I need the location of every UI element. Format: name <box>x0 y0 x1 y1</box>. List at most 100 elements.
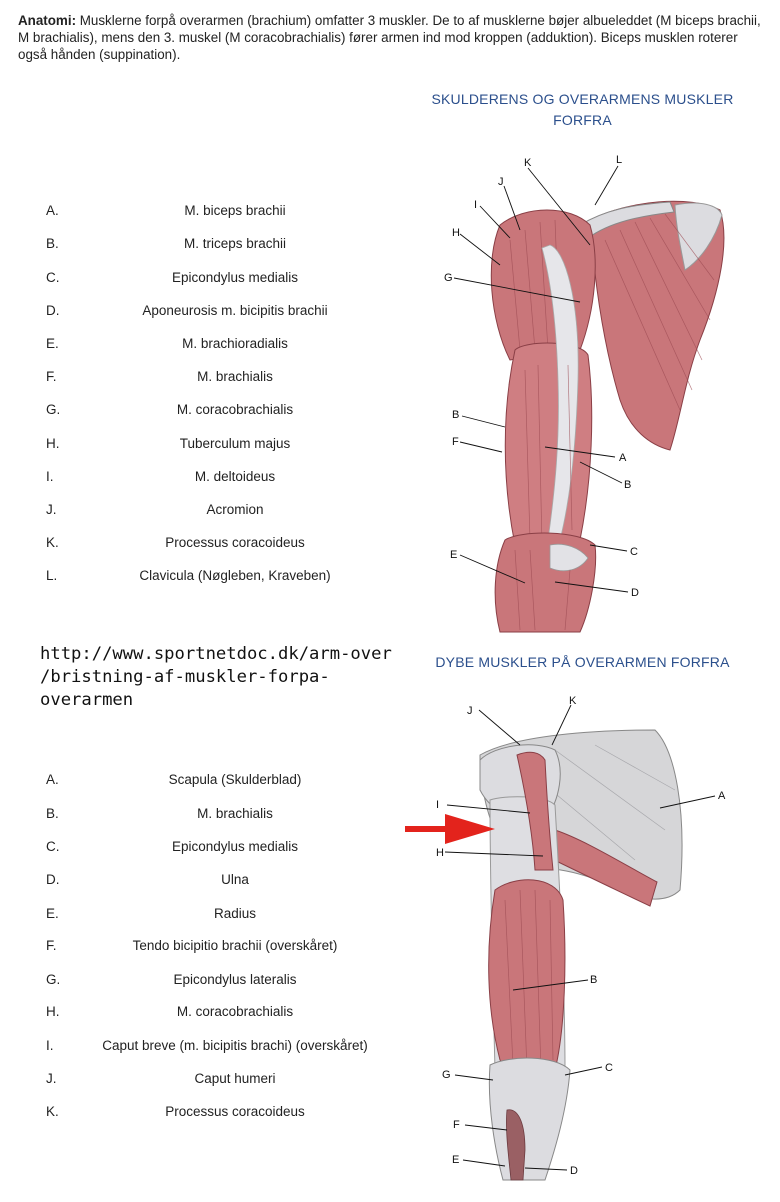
legend-letter: J. <box>46 1071 57 1086</box>
legend-letter: I. <box>46 469 54 484</box>
deep-arm-illustration: J K A I H B C G F E D <box>405 695 726 1181</box>
legend-name: Tendo bicipitio brachii (overskåret) <box>132 938 338 953</box>
label-g: G <box>442 1069 451 1081</box>
legend2-item: I. Caput breve (m. bicipitis brachi) (ove… <box>0 1038 400 1058</box>
legend-name: Caput humeri <box>194 1071 276 1086</box>
legend1-item: G. M. coracobrachialis <box>0 402 400 422</box>
figure1-title: SKULDERENS OG OVERARMENS MUSKLER FORFRA <box>410 89 755 131</box>
label-j: J <box>498 176 504 188</box>
legend1-item: J. Acromion <box>0 502 400 522</box>
label-f: F <box>453 1119 460 1131</box>
legend-name: M. deltoideus <box>194 469 276 484</box>
legend1-item: C. Epicondylus medialis <box>0 270 400 290</box>
label-c: C <box>605 1062 613 1074</box>
intro-paragraph: Anatomi: Musklerne forpå overarmen (brac… <box>18 12 763 63</box>
label-e: E <box>452 1154 459 1166</box>
legend-letter: J. <box>46 502 57 517</box>
legend-letter: A. <box>46 772 59 787</box>
legend-letter: G. <box>46 402 61 417</box>
label-d: D <box>631 587 639 599</box>
source-url-line1: http://www.sportnetdoc.dk/arm-over <box>40 644 392 664</box>
figure1-title-line2: FORFRA <box>553 112 612 128</box>
legend1-item: D. Aponeurosis m. bicipitis brachii <box>0 303 400 323</box>
label-b: B <box>452 409 459 421</box>
legend-letter: L. <box>46 568 58 583</box>
legend-letter: K. <box>46 1104 59 1119</box>
legend-letter: E. <box>46 336 59 351</box>
legend-letter: F. <box>46 938 57 953</box>
label-i: I <box>474 199 477 211</box>
legend-name: M. brachialis <box>197 369 273 384</box>
label-l: L <box>616 154 622 166</box>
legend-letter: D. <box>46 303 60 318</box>
legend-name: Processus coracoideus <box>165 1104 305 1119</box>
legend-name: Caput breve (m. bicipitis brachi) (overs… <box>102 1038 368 1053</box>
legend-name: Radius <box>213 906 257 921</box>
legend2-item: E. Radius <box>0 906 400 926</box>
legend-letter: B. <box>46 236 59 251</box>
legend1-item: I. M. deltoideus <box>0 469 400 489</box>
legend-name: Aponeurosis m. bicipitis brachii <box>142 303 328 318</box>
legend2-item: G. Epicondylus lateralis <box>0 972 400 992</box>
legend-letter: B. <box>46 806 59 821</box>
legend-name: Clavicula (Nøgleben, Kraveben) <box>139 568 331 583</box>
label-e: E <box>450 549 457 561</box>
legend-name: M. biceps brachii <box>184 203 286 218</box>
label-a: A <box>619 452 627 464</box>
label-k: K <box>569 695 577 707</box>
figure1-title-line1: SKULDERENS OG OVERARMENS MUSKLER <box>431 91 734 107</box>
label-a: A <box>718 790 726 802</box>
legend-name: M. brachioradialis <box>182 336 288 351</box>
label-k: K <box>524 157 532 169</box>
intro-bold-label: Anatomi: <box>18 13 77 28</box>
legend-name: Epicondylus medialis <box>171 270 299 285</box>
legend2-item: H. M. coracobrachialis <box>0 1004 400 1024</box>
legend-letter: F. <box>46 369 57 384</box>
label-h: H <box>436 847 444 859</box>
red-arrow-icon <box>405 814 495 844</box>
legend-name: Ulna <box>221 872 249 887</box>
legend1-item: K. Processus coracoideus <box>0 535 400 555</box>
legend-letter: C. <box>46 270 60 285</box>
legend2-item: A. Scapula (Skulderblad) <box>0 772 400 792</box>
legend-name: M. triceps brachii <box>183 236 287 251</box>
legend1-item: A. M. biceps brachii <box>0 203 400 223</box>
legend-letter: C. <box>46 839 60 854</box>
legend-letter: G. <box>46 972 61 987</box>
figure2-title: DYBE MUSKLER PÅ OVERARMEN FORFRA <box>435 654 730 670</box>
legend-name: Processus coracoideus <box>165 535 305 550</box>
legend2-item: D. Ulna <box>0 872 400 892</box>
legend-name: Acromion <box>206 502 264 517</box>
label-g: G <box>444 272 453 284</box>
legend-name: Epicondylus lateralis <box>173 972 297 987</box>
superficial-arm-illustration: K L J I H G B F A B C E D <box>444 154 725 633</box>
legend-letter: D. <box>46 872 60 887</box>
label-f: F <box>452 436 459 448</box>
legend-letter: H. <box>46 1004 60 1019</box>
legend1-item: L. Clavicula (Nøgleben, Kraveben) <box>0 568 400 588</box>
intro-text: Musklerne forpå overarmen (brachium) omf… <box>18 13 761 62</box>
legend-name: M. coracobrachialis <box>176 1004 294 1019</box>
label-j: J <box>467 705 473 717</box>
legend-name: M. brachialis <box>197 806 273 821</box>
legend1-item: E. M. brachioradialis <box>0 336 400 356</box>
legend-letter: E. <box>46 906 59 921</box>
legend-letter: H. <box>46 436 60 451</box>
source-url[interactable]: http://www.sportnetdoc.dk/arm-over /bris… <box>40 643 420 712</box>
label-i: I <box>436 799 439 811</box>
legend2-item: C. Epicondylus medialis <box>0 839 400 859</box>
legend1-item: F. M. brachialis <box>0 369 400 389</box>
legend-letter: A. <box>46 203 59 218</box>
legend-name: Epicondylus medialis <box>171 839 299 854</box>
label-h: H <box>452 227 460 239</box>
legend2-item: J. Caput humeri <box>0 1071 400 1091</box>
legend2-item: K. Processus coracoideus <box>0 1104 400 1124</box>
legend-name: M. coracobrachialis <box>176 402 294 417</box>
label-b2: B <box>624 479 631 491</box>
legend1-item: H.Tuberculum majus <box>0 436 400 456</box>
legend-letter: I. <box>46 1038 54 1053</box>
legend-name: Scapula (Skulderblad) <box>168 772 302 787</box>
source-url-line2: /bristning-af-muskler-forpa-overarmen <box>40 667 330 710</box>
legend-letter: K. <box>46 535 59 550</box>
label-d: D <box>570 1165 578 1177</box>
